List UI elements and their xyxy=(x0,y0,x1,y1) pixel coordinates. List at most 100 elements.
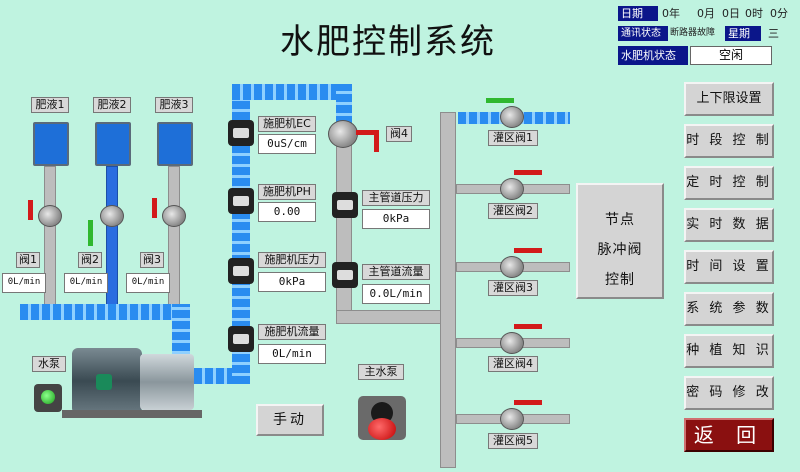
valve-1-label: 阀1 xyxy=(16,252,40,268)
machine-ph-value: 0.00 xyxy=(258,202,316,222)
main-pressure-value: 0kPa xyxy=(362,209,430,229)
menu-timer-control-button[interactable]: 定 时 控 制 xyxy=(684,166,774,200)
machine-ec-label: 施肥机EC xyxy=(258,116,316,132)
water-pump-indicator[interactable] xyxy=(34,384,62,412)
zone-4-valve-handle xyxy=(514,324,542,329)
date-label: 日期 xyxy=(618,6,658,21)
pressure-sensor xyxy=(228,258,254,284)
zone-5-valve-handle xyxy=(514,400,542,405)
machine-top-pipe xyxy=(232,84,352,100)
machine-pressure-label: 施肥机压力 xyxy=(258,252,326,268)
zone-4-valve[interactable] xyxy=(500,332,524,354)
zone-5-label: 灌区阀5 xyxy=(488,433,538,449)
pulse-button-line-1: 节点 xyxy=(605,212,635,228)
tank-2-valve[interactable] xyxy=(100,205,124,227)
date-day: 0日 xyxy=(722,7,740,20)
pump-base xyxy=(62,410,202,418)
zone-1-label: 灌区阀1 xyxy=(488,130,538,146)
zone-3-valve[interactable] xyxy=(500,256,524,278)
main-flow-label: 主管道流量 xyxy=(362,264,430,280)
distribution-header-pipe xyxy=(440,112,456,468)
motor-badge-icon xyxy=(96,374,112,390)
valve-4-handle-arm xyxy=(374,130,379,152)
valve-1-flow: 0L/min xyxy=(2,273,46,293)
main-pipe-horizontal xyxy=(336,310,456,324)
machine-ph-label: 施肥机PH xyxy=(258,184,316,200)
valve-4[interactable] xyxy=(328,120,358,148)
date-hour: 0时 xyxy=(745,7,763,20)
pump-motor xyxy=(72,348,142,414)
pulse-button-line-3: 控制 xyxy=(605,272,635,288)
weekday-value: 三 xyxy=(768,27,779,40)
date-minute: 0分 xyxy=(770,7,788,20)
machine-down-pipe xyxy=(336,84,352,124)
tank-3-valve-handle xyxy=(152,198,157,218)
menu-limits-button[interactable]: 上下限设置 xyxy=(684,82,774,116)
main-pump-label: 主水泵 xyxy=(358,364,404,380)
main-pipe-vertical xyxy=(336,124,352,324)
menu-system-params-button[interactable]: 系 统 参 数 xyxy=(684,292,774,326)
tank-1-label: 肥液1 xyxy=(31,97,69,113)
zone-4-label: 灌区阀4 xyxy=(488,356,538,372)
machine-loop-pipe xyxy=(232,84,250,384)
ph-sensor xyxy=(228,188,254,214)
main-flow-sensor xyxy=(332,262,358,288)
valve-2-label: 阀2 xyxy=(78,252,102,268)
comm-status-value: 断路器故障 xyxy=(670,28,716,38)
main-pressure-label: 主管道压力 xyxy=(362,190,430,206)
main-flow-value: 0.0L/min xyxy=(362,284,430,304)
date-month: 0月 xyxy=(697,7,715,20)
machine-ec-value: 0uS/cm xyxy=(258,134,316,154)
menu-password-button[interactable]: 密 码 修 改 xyxy=(684,376,774,410)
manual-button[interactable]: 手动 xyxy=(256,404,324,436)
tank-3-valve[interactable] xyxy=(162,205,186,227)
zone-1-valve-handle xyxy=(486,98,514,103)
menu-period-control-button[interactable]: 时 段 控 制 xyxy=(684,124,774,158)
tank-2-label: 肥液2 xyxy=(93,97,131,113)
ec-sensor xyxy=(228,120,254,146)
page-title: 水肥控制系统 xyxy=(280,22,496,62)
weekday-label: 星期 xyxy=(725,26,761,41)
tank-3 xyxy=(157,122,193,166)
zone-2-valve[interactable] xyxy=(500,178,524,200)
tank-1 xyxy=(33,122,69,166)
comm-status-label: 通讯状态 xyxy=(618,26,668,41)
zone-3-valve-handle xyxy=(514,248,542,253)
zone-1-valve[interactable] xyxy=(500,106,524,128)
tank-2 xyxy=(95,122,131,166)
red-light-icon xyxy=(368,418,396,440)
zone-2-label: 灌区阀2 xyxy=(488,203,538,219)
valve-3-label: 阀3 xyxy=(140,252,164,268)
tank-2-valve-handle xyxy=(88,220,93,246)
menu-time-settings-button[interactable]: 时 间 设 置 xyxy=(684,250,774,284)
main-pressure-sensor xyxy=(332,192,358,218)
zone-5-valve[interactable] xyxy=(500,408,524,430)
menu-realtime-data-button[interactable]: 实 时 数 据 xyxy=(684,208,774,242)
zone-2-valve-handle xyxy=(514,170,542,175)
valve-4-label: 阀4 xyxy=(386,126,412,142)
machine-flow-label: 施肥机流量 xyxy=(258,324,326,340)
pulse-valve-control-button[interactable]: 节点 脉冲阀 控制 xyxy=(576,183,664,299)
back-button[interactable]: 返 回 xyxy=(684,418,774,452)
flow-sensor xyxy=(228,326,254,352)
menu-planting-knowledge-button[interactable]: 种 植 知 识 xyxy=(684,334,774,368)
date-year: 0年 xyxy=(662,7,680,20)
pump-housing xyxy=(140,354,194,410)
main-pump-switch[interactable] xyxy=(358,396,406,440)
green-light-icon xyxy=(41,390,55,404)
tank-1-valve[interactable] xyxy=(38,205,62,227)
valve-3-flow: 0L/min xyxy=(126,273,170,293)
zone-3-label: 灌区阀3 xyxy=(488,280,538,296)
valve-2-flow: 0L/min xyxy=(64,273,108,293)
machine-flow-value: 0L/min xyxy=(258,344,326,364)
machine-pressure-value: 0kPa xyxy=(258,272,326,292)
tank-1-valve-handle xyxy=(28,200,33,220)
machine-status-value: 空闲 xyxy=(690,46,772,65)
fertilizer-manifold-pipe xyxy=(20,304,190,320)
pulse-button-line-2: 脉冲阀 xyxy=(597,242,643,258)
water-pump-label: 水泵 xyxy=(32,356,66,372)
machine-status-label: 水肥机状态 xyxy=(618,46,688,65)
valve-4-handle xyxy=(356,130,378,135)
tank-3-label: 肥液3 xyxy=(155,97,193,113)
